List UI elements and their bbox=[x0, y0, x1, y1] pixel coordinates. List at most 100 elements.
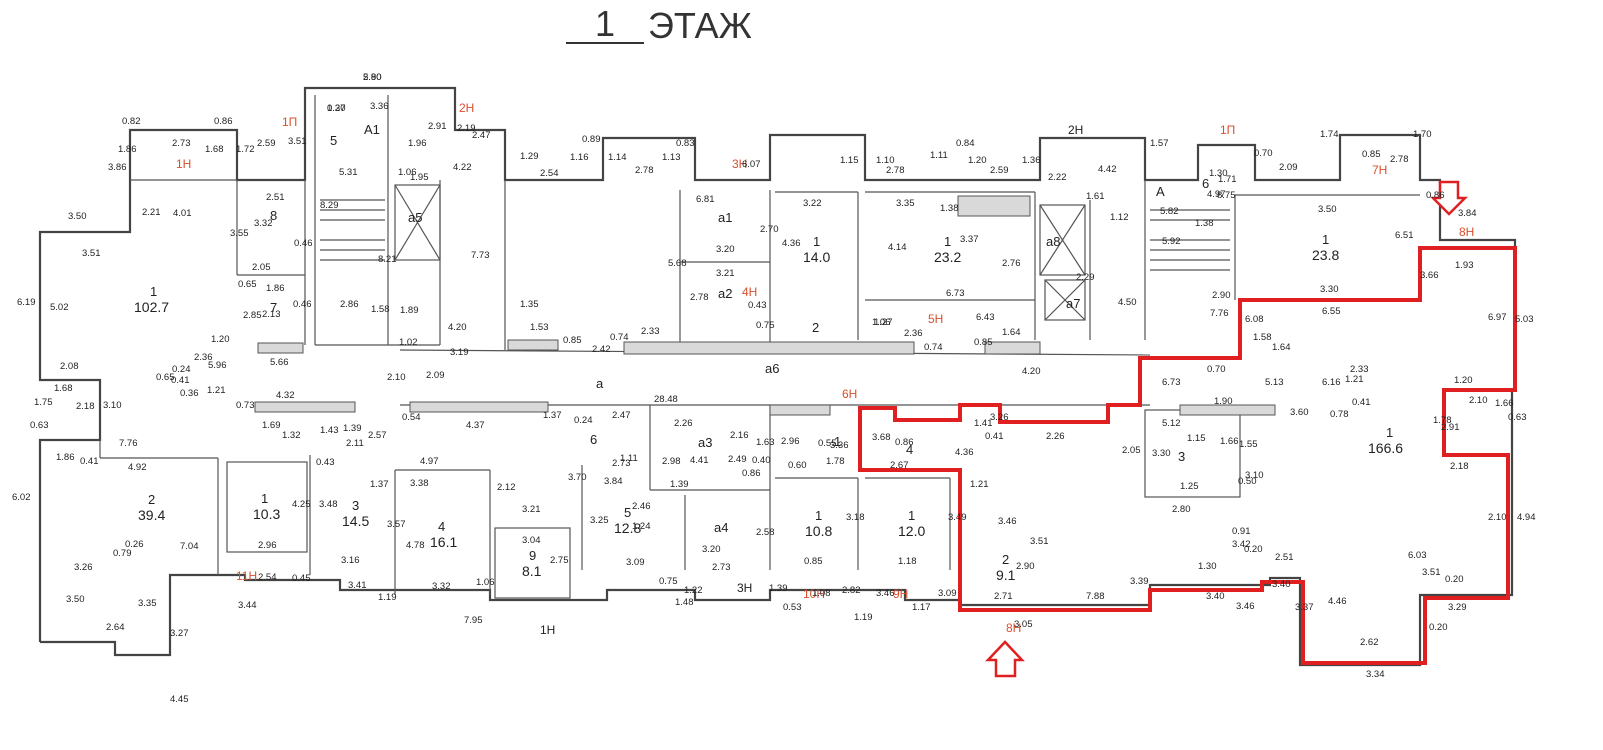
dimension-label: 0.91 bbox=[1232, 526, 1251, 537]
dimension-label: 0.20 bbox=[1445, 574, 1464, 585]
dimension-label: 1.66 bbox=[1495, 398, 1514, 409]
dimension-label: 0.41 bbox=[1352, 397, 1371, 408]
floor-number: 1 bbox=[566, 6, 644, 44]
dimension-label: 1.06 bbox=[398, 167, 417, 178]
dimension-label: 3.09 bbox=[626, 557, 645, 568]
dimension-label: 0.24 bbox=[172, 364, 191, 375]
entrance-label: 5Н bbox=[928, 312, 943, 326]
dimension-label: 0.41 bbox=[171, 375, 190, 386]
elevator-a5 bbox=[394, 184, 441, 261]
room-number: 3 bbox=[352, 498, 359, 513]
room-area: 14.0 bbox=[803, 249, 830, 265]
dimension-label: 3.51 bbox=[1422, 567, 1441, 578]
dimension-label: 2.08 bbox=[60, 361, 79, 372]
dimension-label: 4.32 bbox=[276, 390, 295, 401]
dimension-label: 3.27 bbox=[170, 628, 189, 639]
dimension-label: 1.30 bbox=[1209, 168, 1228, 179]
dimension-label: 6.08 bbox=[1245, 314, 1264, 325]
dimension-label: 1.96 bbox=[408, 138, 427, 149]
dimension-label: 1.38 bbox=[1195, 218, 1214, 229]
room-area: 9.1 bbox=[996, 567, 1016, 583]
entrance-label: 1П bbox=[1220, 123, 1235, 137]
dimension-label: 1.39 bbox=[670, 479, 689, 490]
room-label: а6 bbox=[765, 361, 779, 376]
room-label: 8 bbox=[270, 208, 277, 223]
dimension-label: 1.13 bbox=[662, 152, 681, 163]
room-label: 1 bbox=[834, 434, 841, 449]
dimension-label: 3.25 bbox=[590, 515, 609, 526]
dimension-label: 2.98 bbox=[662, 456, 681, 467]
dimension-label: 4.94 bbox=[1517, 512, 1536, 523]
dimension-label: 6.55 bbox=[1322, 306, 1341, 317]
radiator bbox=[257, 342, 304, 354]
dimension-label: 1.32 bbox=[282, 430, 301, 441]
dimension-label: 1.95 bbox=[410, 172, 429, 183]
dimension-label: 4.36 bbox=[782, 238, 801, 249]
room-label: а2 bbox=[718, 286, 732, 301]
dimension-label: 2.86 bbox=[340, 299, 359, 310]
dimension-label: 3.50 bbox=[66, 594, 85, 605]
room-area: 39.4 bbox=[138, 507, 165, 523]
dimension-label: 7.95 bbox=[464, 615, 483, 626]
dimension-label: 1.02 bbox=[399, 337, 418, 348]
dimension-label: 6.16 bbox=[1322, 377, 1341, 388]
dimension-label: 3.21 bbox=[522, 504, 541, 515]
dimension-label: 0.86 bbox=[742, 468, 761, 479]
dimension-label: 2.26 bbox=[674, 418, 693, 429]
dimension-label: 3.57 bbox=[387, 519, 406, 530]
entrance-label: 3Н bbox=[737, 581, 752, 595]
room-area: 10.3 bbox=[253, 506, 280, 522]
dimension-label: 2.18 bbox=[76, 401, 95, 412]
dimension-label: 0.43 bbox=[316, 457, 335, 468]
entrance-label: 8Н bbox=[1006, 621, 1021, 635]
dimension-label: 1.21 bbox=[970, 479, 989, 490]
dimension-label: 3.68 bbox=[872, 432, 891, 443]
dimension-label: 5.80 bbox=[363, 72, 382, 83]
dimension-label: 1.12 bbox=[1110, 212, 1129, 223]
dimension-label: 0.60 bbox=[788, 460, 807, 471]
dimension-label: 4.97 bbox=[1207, 189, 1226, 200]
entrance-label: 2Н bbox=[1068, 123, 1083, 137]
dimension-label: 1.19 bbox=[854, 612, 873, 623]
dimension-label: 3.22 bbox=[803, 198, 822, 209]
room-number: 5 bbox=[624, 505, 631, 520]
dimension-label: 1.78 bbox=[1433, 415, 1452, 426]
dimension-label: 2.12 bbox=[497, 482, 516, 493]
dimension-label: 2.73 bbox=[172, 138, 191, 149]
room-area: 8.1 bbox=[522, 563, 542, 579]
dimension-label: 2.91 bbox=[1441, 422, 1460, 433]
dimension-label: 3.29 bbox=[1448, 602, 1467, 613]
dimension-label: 6.07 bbox=[742, 159, 761, 170]
dimension-label: 3.05 bbox=[1014, 619, 1033, 630]
room-label: 5 bbox=[330, 133, 337, 148]
dimension-label: 4.20 bbox=[1022, 366, 1041, 377]
dimension-label: 2.70 bbox=[760, 224, 779, 235]
room-number: 2 bbox=[1002, 552, 1009, 567]
dimension-label: 1.19 bbox=[378, 592, 397, 603]
dimension-label: 1.48 bbox=[675, 597, 694, 608]
dimension-label: 1.66 bbox=[1220, 436, 1239, 447]
dimension-label: 1.27 bbox=[874, 317, 893, 328]
dimension-label: 2.10 bbox=[387, 372, 406, 383]
dimension-label: 4.50 bbox=[1118, 297, 1137, 308]
dimension-label: 3.60 bbox=[1290, 407, 1309, 418]
dimension-label: 3.51 bbox=[288, 136, 307, 147]
dimension-label: 2.67 bbox=[890, 460, 909, 471]
dimension-label: 0.54 bbox=[402, 412, 421, 423]
dimension-label: 4.22 bbox=[453, 162, 472, 173]
dimension-label: 2.51 bbox=[1275, 552, 1294, 563]
dimension-label: 3.35 bbox=[138, 598, 157, 609]
dimension-label: 6.73 bbox=[946, 288, 965, 299]
dimension-label: 0.84 bbox=[956, 138, 975, 149]
room-label: А bbox=[1156, 184, 1165, 199]
dimension-label: 8.75 bbox=[1217, 190, 1236, 201]
dimension-label: 1.11 bbox=[620, 453, 638, 464]
dimension-label: 0.85 bbox=[974, 337, 993, 348]
dimension-label: 0.86 bbox=[895, 437, 914, 448]
dimension-label: 2.22 bbox=[1048, 172, 1067, 183]
dimension-label: 1.11 bbox=[930, 150, 948, 161]
dimension-label: 2.10 bbox=[1469, 395, 1488, 406]
room-number: 1 bbox=[815, 508, 822, 523]
dimension-label: 1.35 bbox=[520, 299, 539, 310]
